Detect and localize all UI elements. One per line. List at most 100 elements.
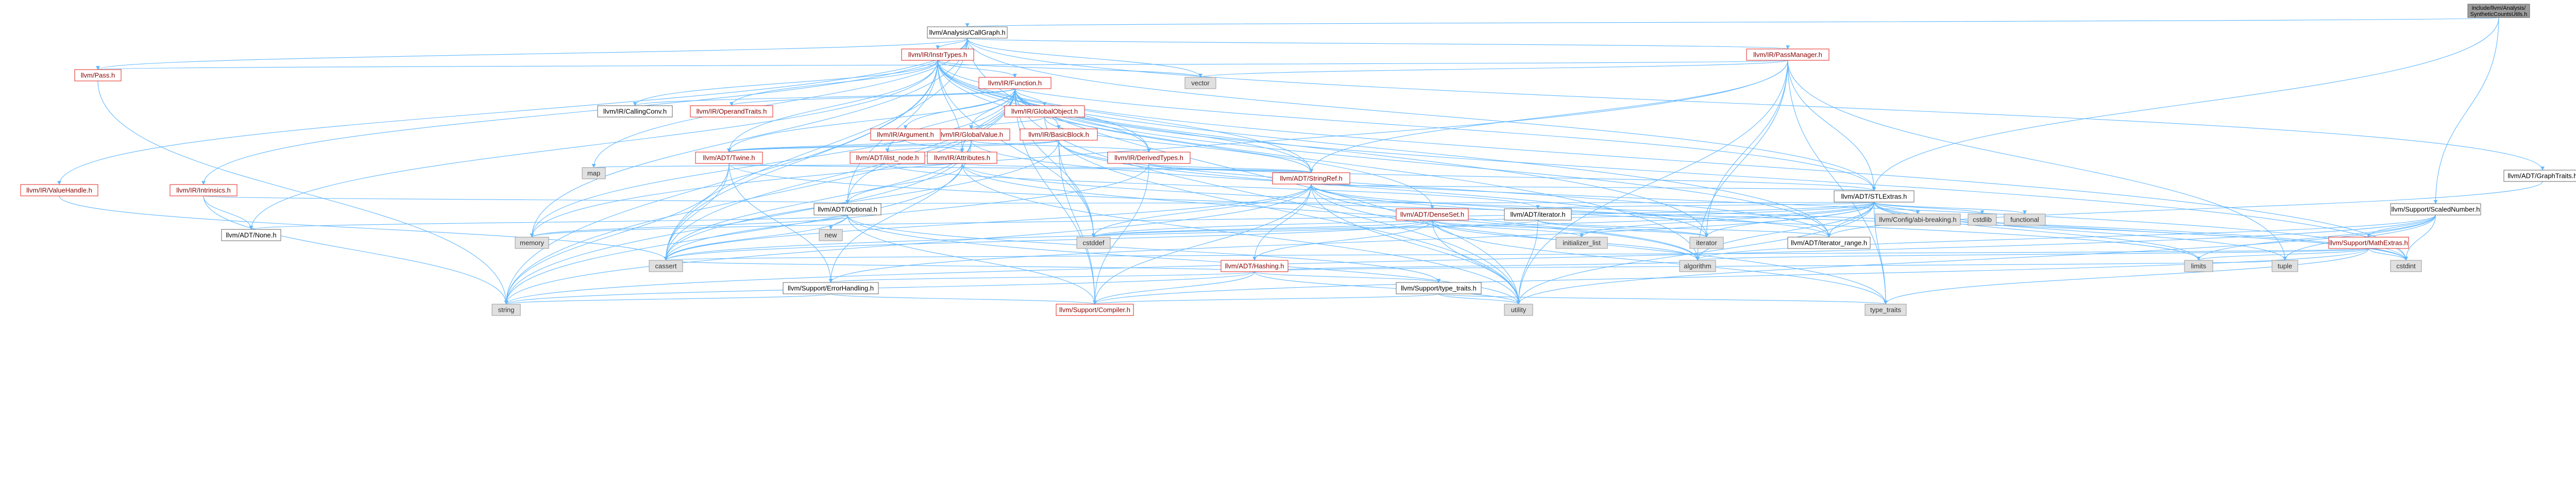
node-operandtraits[interactable]: llvm/IR/OperandTraits.h — [690, 105, 773, 118]
node-scalednumber[interactable]: llvm/Support/ScaledNumber.h — [2390, 203, 2481, 215]
dependency-edges — [57, 17, 2545, 305]
node-pass[interactable]: llvm/Pass.h — [74, 69, 122, 81]
edge-function-to-cassert — [664, 88, 1015, 261]
node-label: llvm/IR/Argument.h — [877, 130, 934, 138]
edge-hashing-to-string — [504, 271, 1255, 305]
node-box — [597, 105, 673, 118]
node-label: llvm/IR/Function.h — [988, 79, 1042, 87]
edge-callgraph-to-instrtypes — [936, 38, 968, 49]
node-hashing[interactable]: llvm/ADT/Hashing.h — [1221, 260, 1289, 272]
node-limits: limits — [2184, 260, 2213, 272]
edge-typetraits_s-to-compiler — [1093, 293, 1439, 305]
node-derivedtypes[interactable]: llvm/IR/DerivedTypes.h — [1107, 152, 1191, 164]
node-valuehandle[interactable]: llvm/IR/ValueHandle.h — [20, 184, 98, 196]
edge-basicblock-to-cassert — [664, 140, 1059, 261]
node-argument[interactable]: llvm/IR/Argument.h — [870, 128, 941, 141]
node-twine[interactable]: llvm/ADT/Twine.h — [695, 152, 763, 164]
node-compiler[interactable]: llvm/Support/Compiler.h — [1056, 304, 1134, 316]
node-attributes[interactable]: llvm/IR/Attributes.h — [927, 152, 997, 164]
edge-instrtypes-to-operandtraits — [730, 60, 938, 106]
node-box — [2328, 237, 2409, 249]
edge-passmanager-to-algorithm — [1696, 60, 1788, 261]
node-stringref[interactable]: llvm/ADT/StringRef.h — [1272, 172, 1350, 185]
node-graphtraits[interactable]: llvm/ADT/GraphTraits.h — [2503, 170, 2576, 182]
node-none[interactable]: llvm/ADT/None.h — [221, 229, 281, 241]
edge-hashing-to-algorithm — [1254, 260, 1700, 272]
node-box — [978, 77, 1052, 89]
node-optional[interactable]: llvm/ADT/Optional.h — [814, 203, 882, 215]
node-intrinsics[interactable]: llvm/IR/Intrinsics.h — [170, 184, 238, 196]
edge-stringref-to-limits — [1311, 184, 2201, 261]
node-iterator_h[interactable]: llvm/ADT/iterator.h — [1504, 208, 1572, 221]
edge-stlextras-to-functional — [1873, 202, 2027, 214]
edge-function-to-globalobject — [1014, 88, 1047, 106]
node-label: llvm/ADT/Hashing.h — [1225, 262, 1284, 270]
node-function[interactable]: llvm/IR/Function.h — [978, 77, 1052, 89]
node-box — [1834, 190, 1914, 203]
edge-scalednumber-to-string — [504, 214, 2436, 305]
edge-callgraph-to-vector — [967, 38, 1202, 78]
node-tuple: tuple — [2272, 260, 2298, 272]
node-box — [1184, 77, 1216, 89]
edge-scalednumber-to-utility — [1516, 214, 2436, 305]
node-instrtypes[interactable]: llvm/IR/InstrTypes.h — [901, 48, 974, 61]
node-passmanager[interactable]: llvm/IR/PassManager.h — [1746, 48, 1829, 61]
node-cstdlib: cstdlib — [1968, 213, 1997, 226]
edge-stlextras-to-cstdlib — [1873, 202, 1985, 214]
node-globalvalue[interactable]: llvm/IR/GlobalValue.h — [932, 128, 1010, 141]
node-callgraph[interactable]: llvm/Analysis/CallGraph.h — [927, 26, 1008, 39]
edge-typetraits_s-to-type_traits — [1438, 293, 1888, 305]
node-box — [2467, 4, 2530, 18]
node-densemap[interactable]: llvm/ADT/DenseSet.h — [1396, 208, 1469, 221]
edge-root-to-callgraph — [967, 17, 2499, 27]
edge-function-to-globalvalue — [969, 88, 1015, 129]
node-typetraits_s[interactable]: llvm/Support/type_traits.h — [1396, 282, 1482, 294]
edge-basicblock-to-ilist_node — [885, 140, 1059, 153]
edge-instrtypes-to-cassert — [664, 60, 938, 261]
node-mathextras[interactable]: llvm/Support/MathExtras.h — [2328, 237, 2409, 249]
node-label: llvm/ADT/GraphTraits.h — [2507, 172, 2576, 179]
node-label: llvm/IR/GlobalObject.h — [1011, 107, 1078, 115]
edge-densemap-to-utility — [1432, 220, 1521, 305]
edge-iterator_h-to-utility — [1516, 220, 1538, 305]
edge-stlextras-to-memory — [530, 202, 1875, 238]
node-root[interactable]: include/llvm/Analysis/SyntheticCountsUti… — [2467, 4, 2530, 18]
node-label: memory — [520, 239, 544, 246]
node-box — [1221, 260, 1289, 272]
node-box — [690, 105, 773, 118]
node-box — [1056, 304, 1134, 316]
edge-optional-to-typetraits_s — [847, 214, 1441, 283]
node-label: llvm/ADT/None.h — [226, 231, 276, 239]
edge-callgraph-to-intrinsics — [201, 38, 968, 185]
edge-passmanager-to-vector — [1198, 60, 1788, 78]
edge-stlextras-to-cassert — [664, 202, 1875, 261]
node-globalobject[interactable]: llvm/IR/GlobalObject.h — [1004, 105, 1085, 118]
node-label: llvm/Analysis/CallGraph.h — [929, 28, 1005, 36]
node-box — [783, 282, 879, 294]
edge-stlextras-to-iterator_range — [1827, 202, 1875, 238]
node-callingconv[interactable]: llvm/IR/CallingConv.h — [597, 105, 673, 118]
node-stlextras[interactable]: llvm/ADT/STLExtras.h — [1834, 190, 1914, 203]
node-box — [850, 152, 925, 164]
edge-stlextras-to-tuple — [1873, 202, 2287, 261]
edge-instrtypes-to-vector — [937, 60, 1202, 78]
node-basicblock[interactable]: llvm/IR/BasicBlock.h — [1020, 128, 1098, 141]
edge-densemap-to-type_traits — [1432, 220, 1888, 305]
node-label: algorithm — [1684, 262, 1711, 270]
edge-derivedtypes-to-cassert — [664, 163, 1149, 261]
node-ilist_node[interactable]: llvm/ADT/ilist_node.h — [850, 152, 925, 164]
edge-mathextras-to-cassert — [665, 248, 2369, 261]
edge-stringref-to-hashing — [1252, 184, 1312, 261]
node-box — [1020, 128, 1098, 141]
edge-argument-to-attributes — [905, 140, 964, 153]
edge-stringref-to-cassert — [664, 184, 1312, 261]
edge-callgraph-to-memory — [530, 38, 968, 238]
node-errorhandling[interactable]: llvm/Support/ErrorHandling.h — [783, 282, 879, 294]
node-iterator_range[interactable]: llvm/ADT/iterator_range.h — [1787, 237, 1871, 249]
node-memory: memory — [515, 237, 549, 249]
edge-stlextras-to-iterator_h — [1536, 202, 1875, 209]
edge-instrtypes-to-iterator — [937, 60, 1709, 238]
edge-instrtypes-to-algorithm — [937, 60, 1700, 261]
edge-hashing-to-typetraits_s — [1254, 271, 1441, 283]
edge-passmanager-to-pass — [97, 60, 1788, 70]
